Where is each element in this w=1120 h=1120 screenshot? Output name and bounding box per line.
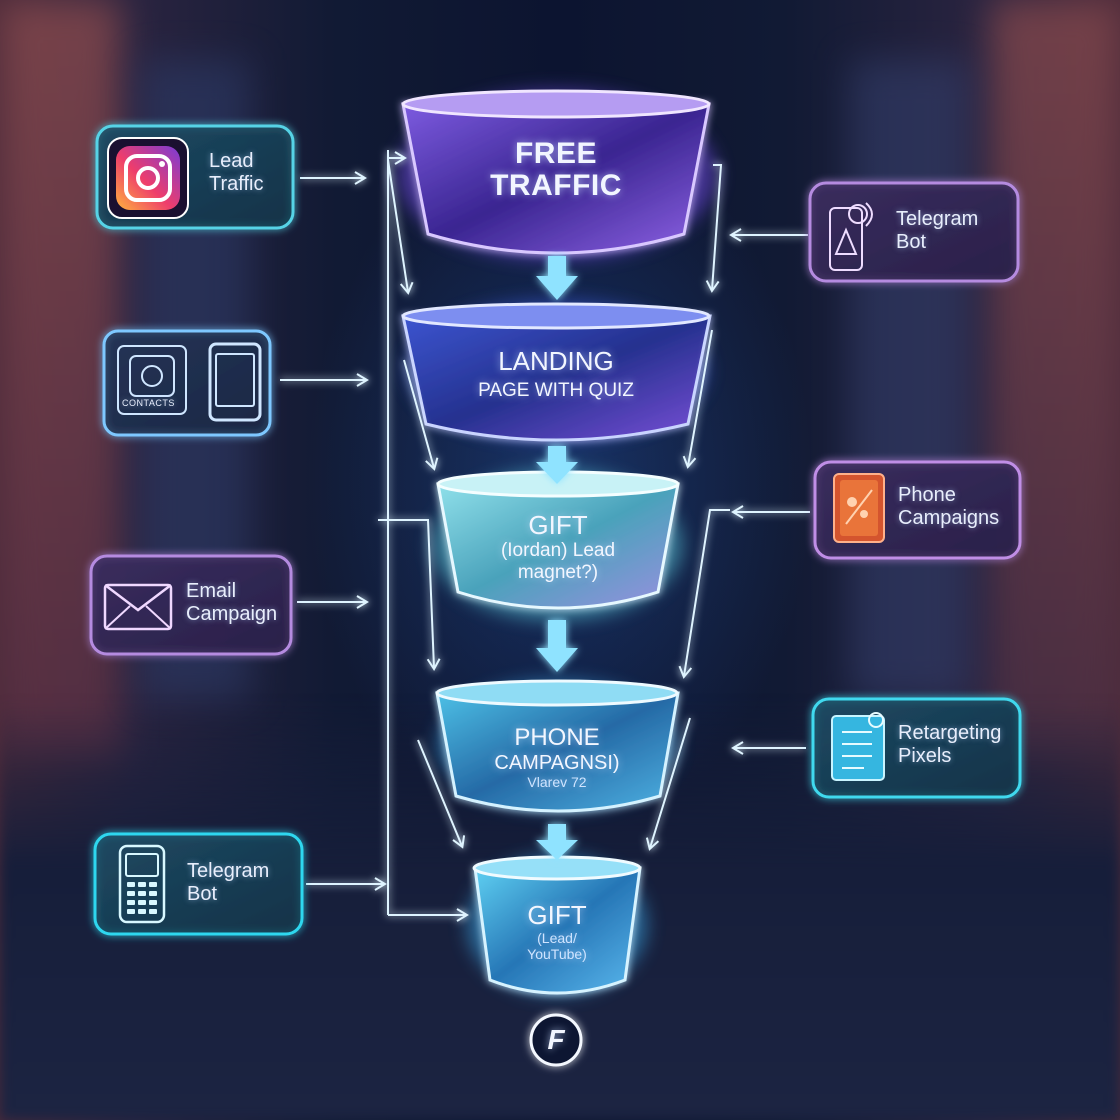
feature-phone-icon [118, 844, 166, 924]
funnel-label-phone-campaigns: PHONE CAMPAGNSI) Vlarev 72 [494, 724, 620, 790]
source-card-email-campaign [89, 554, 293, 656]
retargeting-pixel-icon [831, 712, 885, 781]
background-blur-right-inner [850, 60, 970, 700]
funnel-stage-gift-youtube [472, 855, 642, 995]
funnel-stage-phone-campaigns [435, 679, 680, 813]
brand-logo-letter: F [547, 1024, 565, 1055]
funnel-label-landing-page: LANDING PAGE WITH QUIZ [478, 346, 634, 401]
source-label-telegram-bot-left: Telegram Bot [187, 860, 270, 905]
contacts-caption: CONTACTS [122, 398, 175, 408]
telegram-bot-icon [829, 202, 873, 271]
funnel-label-free-traffic: FREE TRAFFIC [490, 137, 622, 202]
source-label-telegram-bot-right: Telegram Bot [896, 208, 979, 253]
stage-down-arrows [536, 256, 578, 860]
connector-lines [280, 150, 810, 922]
source-label-lead-traffic: Lead Traffic [209, 150, 264, 195]
funnel-label-gift-lead-magnet: GIFT (Iordan) Lead magnet?) [500, 510, 616, 583]
envelope-icon [103, 583, 173, 631]
funnel-stage-gift-lead-magnet [436, 470, 680, 610]
source-card-phone-campaigns [813, 460, 1022, 560]
smartphone-icon [117, 342, 262, 422]
source-card-contacts [102, 329, 272, 437]
funnel-stage-landing-page [401, 302, 712, 442]
funnel-label-gift-youtube: GIFT (Lead/ YouTube) [527, 900, 587, 962]
background-blur-right [990, 0, 1120, 760]
source-label-retargeting-pixels: Retargeting Pixels [898, 722, 1002, 767]
instagram-icon [107, 137, 189, 219]
source-label-email-campaign: Email Campaign [186, 580, 278, 625]
funnel-stage-free-traffic [401, 89, 711, 255]
source-card-retargeting-pixels [811, 697, 1022, 799]
source-card-lead-traffic [95, 124, 295, 230]
brand-logo [529, 1013, 583, 1067]
source-label-phone-campaigns: Phone Campaigns [898, 484, 1000, 529]
source-card-telegram-bot-right [808, 181, 1020, 283]
source-card-telegram-bot-left [93, 832, 304, 936]
phone-campaign-icon [833, 473, 885, 543]
